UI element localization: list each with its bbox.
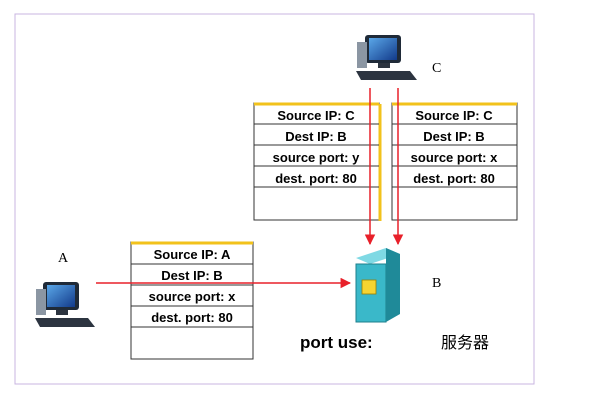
server-caption: 服务器	[441, 334, 489, 352]
segment-a-dest-port: dest. port: 80	[151, 310, 233, 325]
segment-c-left-source-port: source port: y	[273, 150, 360, 165]
segment-a-to-b: Source IP: A Dest IP: B source port: x d…	[130, 241, 254, 360]
segment-c-left: Source IP: C Dest IP: B source port: y d…	[253, 102, 382, 221]
segment-a-dest-ip: Dest IP: B	[161, 268, 222, 283]
server-b-icon	[355, 248, 400, 323]
segment-c-left-dest-port: dest. port: 80	[275, 171, 357, 186]
host-a-computer-icon	[35, 282, 95, 327]
host-c-label: C	[432, 61, 441, 76]
segment-c-right-source-ip: Source IP: C	[415, 108, 493, 123]
segment-c-right-source-port: source port: x	[411, 150, 498, 165]
segment-a-source-port: source port: x	[149, 289, 236, 304]
segment-c-right-dest-port: dest. port: 80	[413, 171, 495, 186]
segment-a-source-ip: Source IP: A	[154, 247, 231, 262]
host-a-label: A	[58, 251, 69, 266]
host-b-label: B	[432, 276, 441, 291]
segment-c-right: Source IP: C Dest IP: B source port: x d…	[391, 102, 518, 221]
segment-c-right-dest-ip: Dest IP: B	[423, 129, 484, 144]
segment-c-left-dest-ip: Dest IP: B	[285, 129, 346, 144]
host-c-computer-icon	[356, 35, 417, 80]
segment-c-left-source-ip: Source IP: C	[277, 108, 355, 123]
port-use-caption: port use:	[300, 333, 373, 352]
